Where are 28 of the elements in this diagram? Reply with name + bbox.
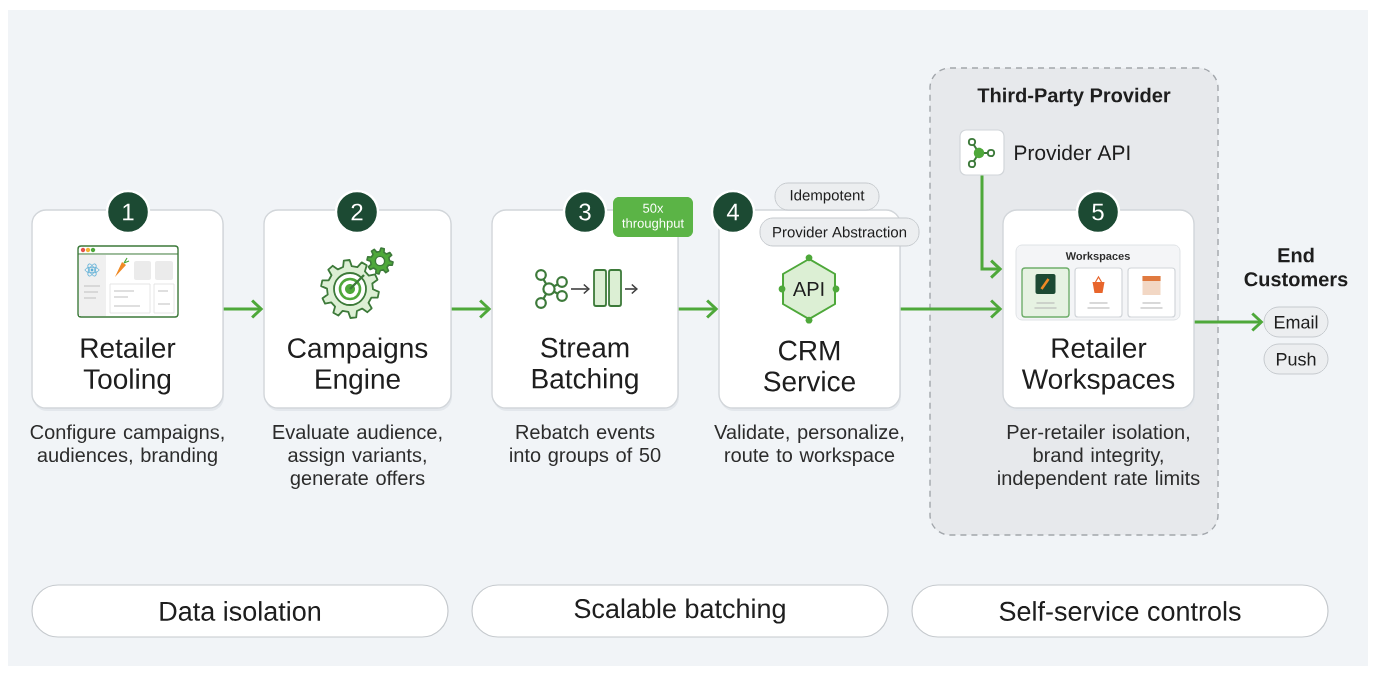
step-badge: 3 bbox=[562, 189, 608, 235]
arrow bbox=[1194, 312, 1264, 332]
arrow bbox=[223, 299, 264, 319]
description: Configure campaigns, audiences, branding bbox=[30, 424, 224, 467]
step-badge: 1 bbox=[105, 189, 151, 235]
network-icon bbox=[959, 129, 1005, 176]
feature-pill: Scalable batching bbox=[471, 584, 889, 638]
step-badge: 5 bbox=[1075, 189, 1121, 235]
step-badge: 4 bbox=[710, 189, 756, 235]
arrow bbox=[678, 299, 719, 319]
channel-pill: Push bbox=[1263, 343, 1329, 375]
feature-pill: Self-service controls bbox=[911, 584, 1329, 638]
tag: Provider Abstraction bbox=[759, 217, 920, 247]
tag: 50x throughput bbox=[613, 197, 693, 237]
step-badge: 2 bbox=[334, 189, 380, 235]
description: Validate, personalize, route to workspace bbox=[714, 424, 904, 467]
icon-label: Provider API bbox=[1015, 144, 1130, 161]
tag: Idempotent bbox=[774, 182, 880, 211]
feature-pill: Data isolation bbox=[31, 584, 449, 638]
description: Evaluate audience, assign variants, generate offers bbox=[273, 424, 442, 490]
description: Rebatch events into groups of 50 bbox=[510, 424, 661, 467]
channel-pill: Email bbox=[1263, 306, 1329, 338]
arrow bbox=[980, 175, 1003, 279]
api-hexagon: API bbox=[778, 254, 840, 324]
arrow bbox=[900, 299, 1003, 319]
description: Per-retailer isolation, brand integrity, independent rate limits bbox=[998, 424, 1200, 490]
arrow bbox=[451, 299, 492, 319]
column-heading: End Customers bbox=[1244, 247, 1348, 287]
